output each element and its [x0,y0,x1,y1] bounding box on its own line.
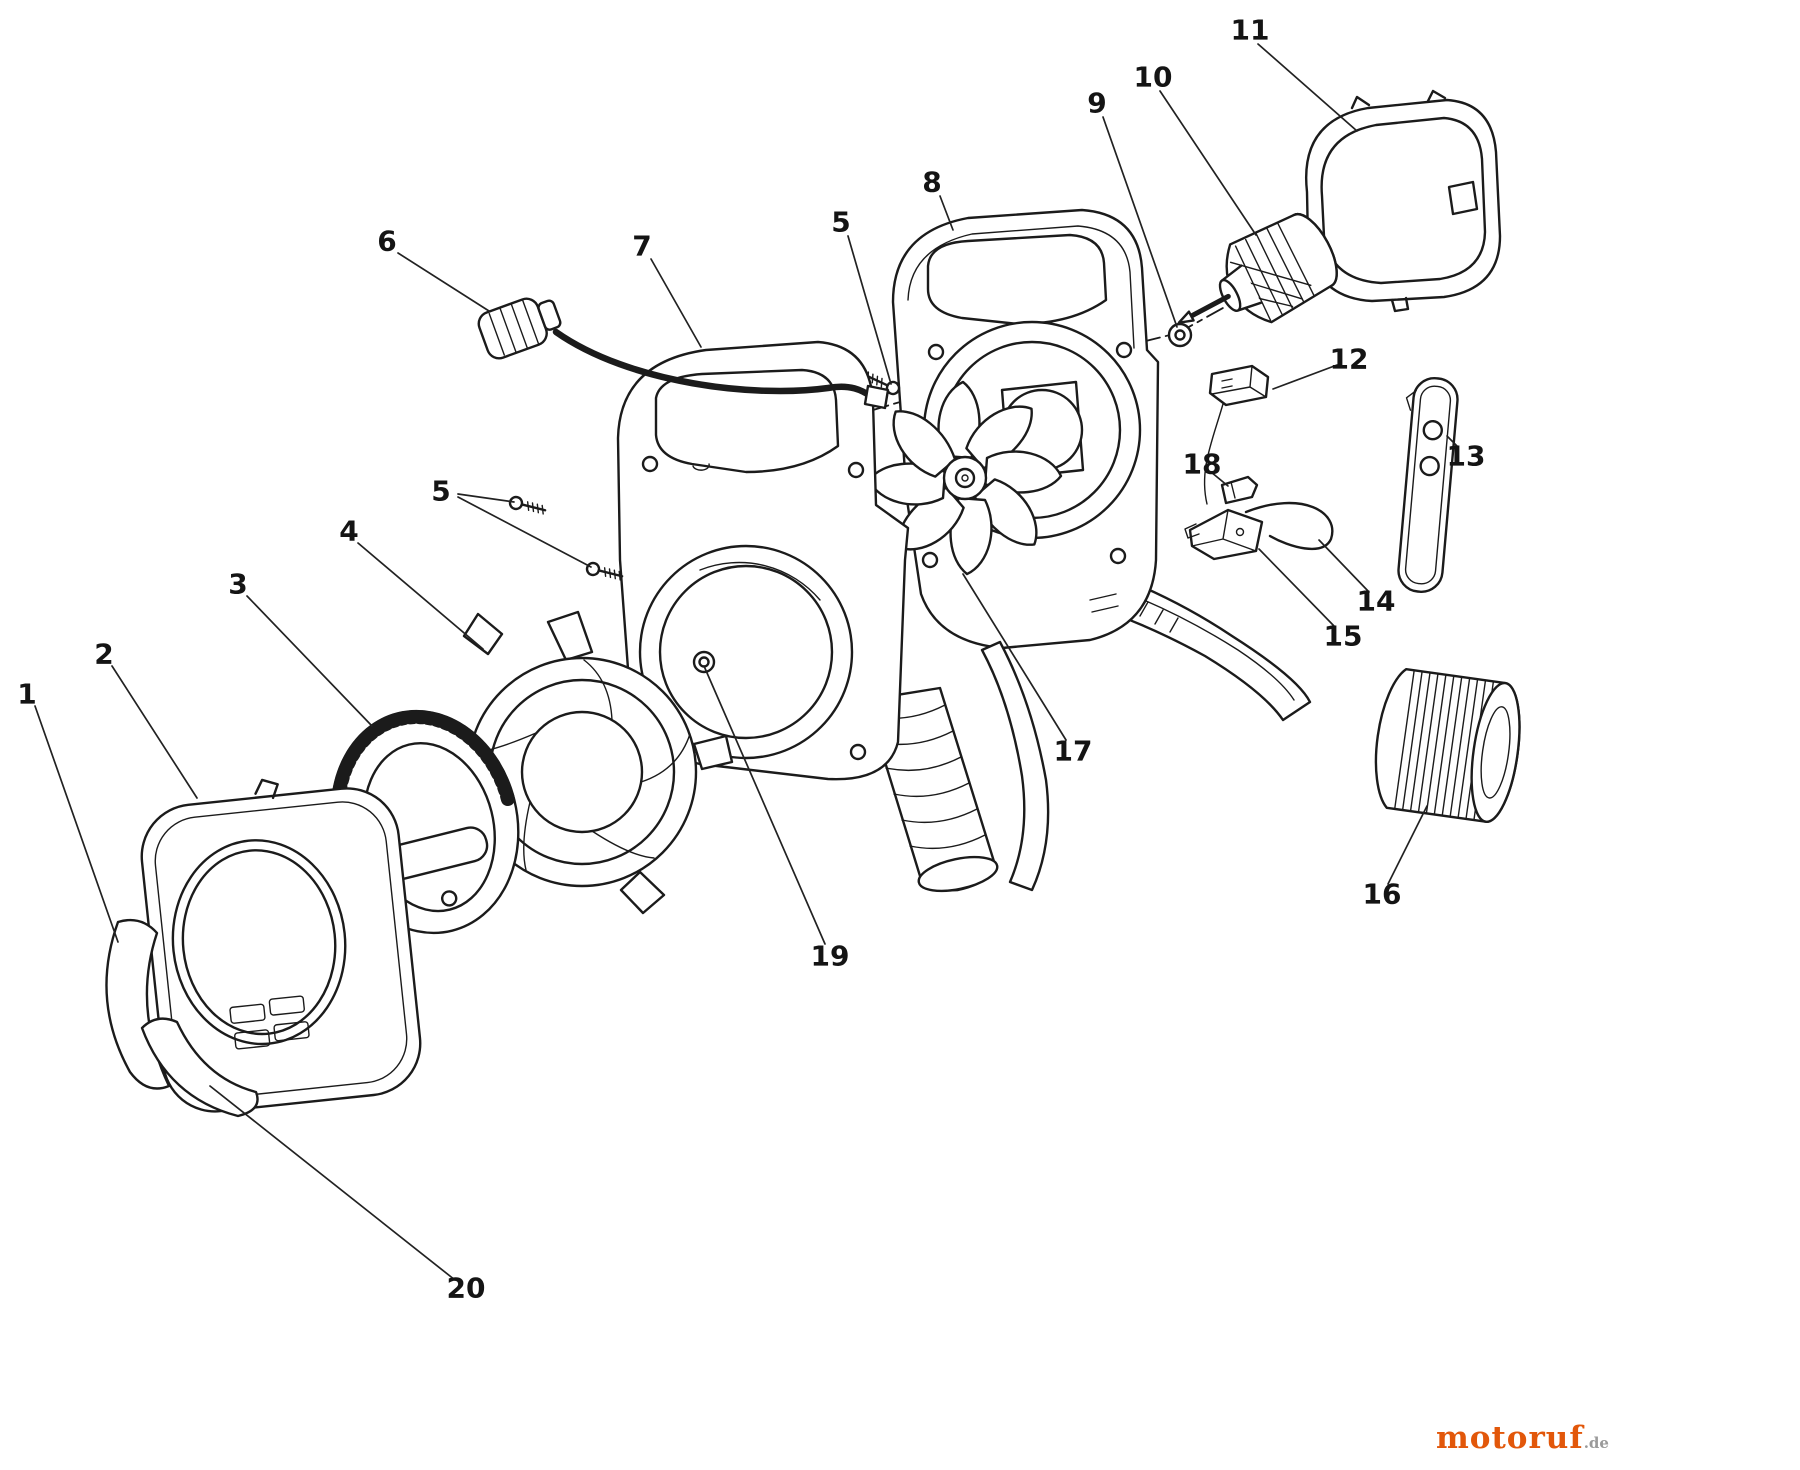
callout-leader-line [1159,90,1257,236]
part-11-motor-end-cover [1305,89,1502,313]
callout-leader-line [1257,43,1358,132]
part-4-fan-shroud [462,610,734,915]
callout-leader-line [1102,116,1178,328]
part-5-screw-icon [507,494,548,518]
callout-leader-line [34,705,119,943]
axis-centerline [635,292,1251,481]
callout-leader-line [1258,548,1336,628]
part-14-wire [1244,501,1334,550]
part-number-13: 13 [1447,440,1486,473]
part-2-front-cover [140,778,422,1113]
callout-leader-line [246,595,373,727]
part-number-3: 3 [228,568,247,601]
part-number-5: 5 [831,206,850,239]
callout-leader-line [457,493,515,503]
part-20-deflector-wing [140,1017,259,1118]
callout-leader-line [209,1085,456,1281]
part-number-9: 9 [1087,87,1106,120]
part-15-switch [1184,508,1264,561]
watermark: motoruf.de [1436,1420,1609,1456]
part-16-filter-cap [1374,667,1521,823]
part-number-1: 1 [17,678,36,711]
callout-leader-line [397,252,490,312]
part-number-16: 16 [1363,878,1402,911]
part-number-5: 5 [431,475,450,508]
part-number-4: 4 [339,515,358,548]
part-number-18: 18 [1183,448,1222,481]
part-17-fan [867,380,1063,576]
part-number-17: 17 [1054,735,1093,768]
callout-leader-line [357,542,484,650]
part-number-8: 8 [922,166,941,199]
part-number-12: 12 [1330,343,1369,376]
callout-leader-line [1318,539,1370,593]
part-9-washer [1167,322,1193,348]
callout-leader-line [1272,364,1338,390]
part-number-11: 11 [1231,14,1270,47]
part-number-19: 19 [811,940,850,973]
part-number-7: 7 [632,230,651,263]
callout-leader-line [962,573,1067,741]
part-number-14: 14 [1357,585,1396,618]
callout-leader-line [650,258,702,348]
callout-leader-line [457,496,592,568]
callout-leader-line [703,665,826,945]
part-6-power-cord [477,297,890,410]
callout-leader-line [1387,805,1428,885]
part-number-6: 6 [377,225,396,258]
part-7-housing-left-half [616,340,910,781]
part-10-motor [1177,212,1338,324]
watermark-suffix: .de [1583,1434,1609,1452]
callout-leader-line [939,195,954,231]
part-18-clip [1220,475,1259,505]
part-number-15: 15 [1324,620,1363,653]
callout-leader-line [847,235,892,385]
part-19-nut [692,650,716,674]
part-number-2: 2 [94,638,113,671]
callout-leader-line [111,665,198,799]
watermark-brand: motoruf [1436,1420,1584,1456]
part-12-connector [1203,364,1270,505]
part-number-20: 20 [447,1272,486,1305]
callout-leader-line [1210,471,1229,487]
part-number-10: 10 [1134,61,1173,94]
part-13-bracket-plate [1397,377,1459,593]
callout-leader-line [1446,435,1459,448]
part-5-screw-icon [584,560,625,584]
